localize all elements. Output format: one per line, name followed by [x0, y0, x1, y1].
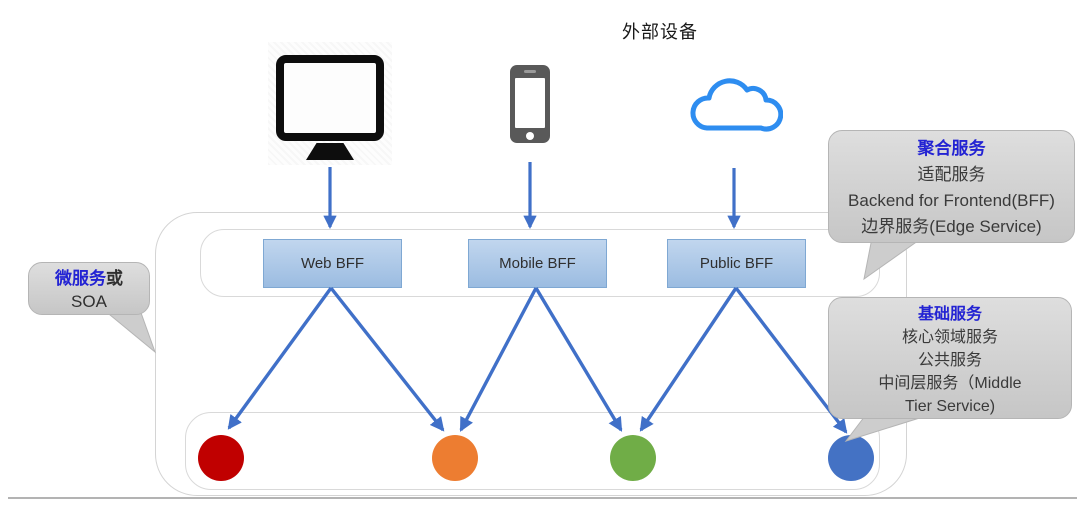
base-callout-line: 核心领域服务	[901, 329, 998, 346]
microservice-callout-title: 微服务	[55, 269, 106, 288]
base-callout-line: Tier Service)	[904, 398, 996, 415]
desktop-icon	[268, 42, 392, 165]
base-service-layer-container	[185, 412, 880, 490]
aggregate-callout-line: Backend for Frontend(BFF)	[848, 191, 1055, 210]
aggregate-callout-line: 适配服务	[917, 165, 986, 184]
microservice-callout: 微服务或 SOA	[28, 262, 150, 315]
desktop-screen	[276, 55, 384, 141]
microservice-callout-tail	[102, 309, 157, 354]
base-callout-title: 基础服务	[917, 306, 982, 323]
mobile-bff-label: Mobile BFF	[499, 255, 576, 272]
aggregate-callout-title: 聚合服务	[917, 139, 986, 158]
bottom-divider-line	[8, 497, 1077, 499]
aggregate-callout-line: 边界服务(Edge Service)	[861, 217, 1042, 236]
web-bff-box: Web BFF	[263, 239, 402, 288]
base-callout-line: 中间层服务（Middle	[878, 375, 1022, 392]
phone-home-button	[526, 132, 534, 140]
service-green-circle	[610, 435, 656, 481]
base-callout-line: 公共服务	[917, 352, 982, 369]
service-red-circle	[198, 435, 244, 481]
service-blue-circle	[828, 435, 874, 481]
web-bff-label: Web BFF	[300, 255, 365, 272]
aggregate-services-callout: 聚合服务 适配服务 Backend for Frontend(BFF) 边界服务…	[828, 130, 1075, 243]
external-devices-title: 外部设备	[622, 22, 698, 42]
mobile-icon	[510, 65, 550, 143]
mobile-bff-box: Mobile BFF	[468, 239, 607, 288]
cloud-icon	[690, 78, 783, 132]
phone-speaker	[524, 70, 536, 73]
public-bff-label: Public BFF	[699, 255, 774, 272]
microservice-callout-soa: SOA	[71, 292, 107, 311]
desktop-stand	[306, 143, 354, 160]
base-services-callout: 基础服务 核心领域服务 公共服务 中间层服务（Middle Tier Servi…	[828, 297, 1072, 419]
service-orange-circle	[432, 435, 478, 481]
phone-screen	[515, 78, 545, 128]
public-bff-box: Public BFF	[667, 239, 806, 288]
microservice-callout-suffix: 或	[106, 269, 123, 288]
